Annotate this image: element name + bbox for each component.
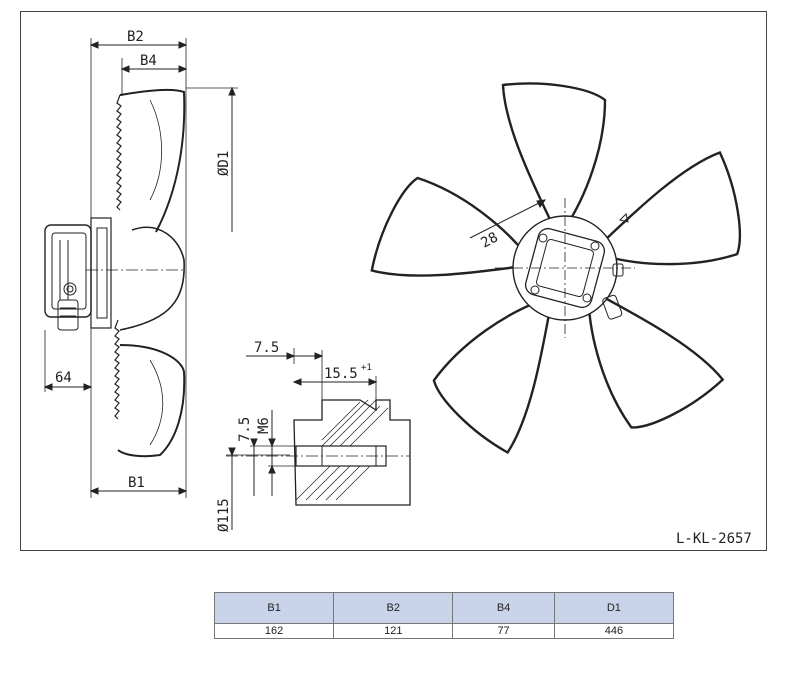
dimensions-table: B1 B2 B4 D1 162 121 77 446 [213,592,675,639]
side-view [43,38,238,498]
table-header-row: B1 B2 B4 D1 [213,592,675,624]
d1-label: ØD1 [216,151,232,176]
dim-15-5-label: 15.5 [324,366,358,382]
column-header: D1 [553,592,675,624]
table-cell: 162 [213,623,335,639]
drawing-id: L-KL-2657 [676,531,752,547]
fan-blade [501,82,607,231]
dim-64-label: 64 [55,370,72,386]
table-cell: 446 [553,623,675,639]
column-header: B1 [213,592,335,624]
d115-label: Ø115 [216,498,232,532]
table-cell: 121 [333,623,454,639]
dim-7-5-vertical-label: 7.5 [237,417,253,442]
b4-label: B4 [140,53,157,69]
table-row: 162 121 77 446 [213,623,675,639]
front-view [370,82,741,455]
m6-label: M6 [256,417,272,434]
detail-view [226,348,411,530]
b1-label: B1 [128,475,145,491]
technical-drawing: B2 B4 ØD1 B1 64 28 7.5 15.5 +1 7.5 M6 Ø1… [43,29,752,547]
table-cell: 77 [452,623,555,639]
dim-7-5-horizontal-label: 7.5 [254,340,279,356]
column-header: B4 [452,592,555,624]
dim-15-5-tolerance: +1 [361,363,372,373]
drawing-frame [20,11,767,551]
column-header: B2 [333,592,454,624]
dim-28-label: 28 [478,229,500,251]
b2-label: B2 [127,29,144,45]
